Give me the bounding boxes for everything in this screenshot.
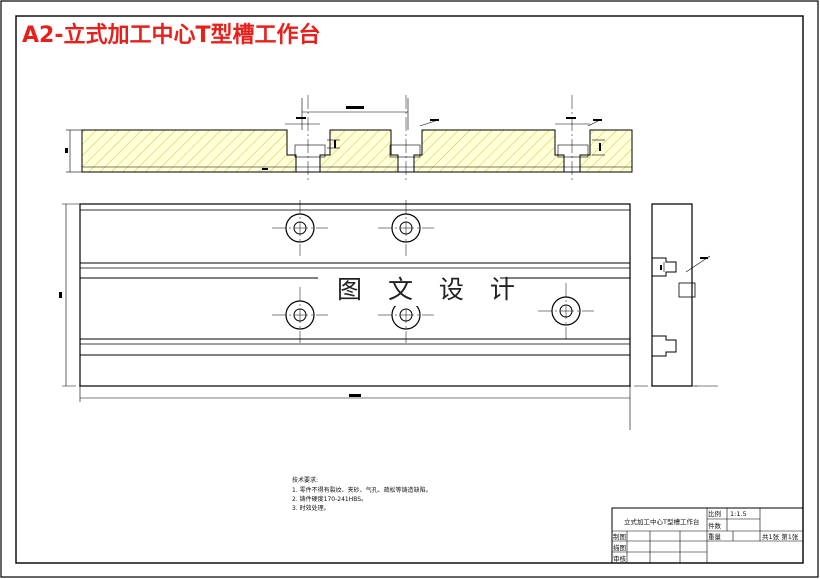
svg-text:件数: 件数 (708, 521, 722, 530)
section-body (81, 129, 633, 173)
svg-text:比例: 比例 (708, 509, 721, 518)
svg-text:重量: 重量 (708, 533, 722, 541)
svg-text:共1张 第1张: 共1张 第1张 (762, 532, 799, 541)
side-view (651, 203, 718, 387)
svg-text:立式加工中心T型槽工作台: 立式加工中心T型槽工作台 (624, 517, 699, 526)
svg-text:1:1.5: 1:1.5 (730, 510, 747, 518)
svg-text:3. 时效处理。: 3. 时效处理。 (292, 504, 330, 512)
svg-text:制图: 制图 (613, 532, 626, 541)
svg-text:描图: 描图 (613, 543, 626, 552)
bolt-hole (538, 283, 594, 339)
watermark: 图 文 设 计 (337, 275, 524, 304)
svg-text:2. 铸件硬度170-241HBS。: 2. 铸件硬度170-241HBS。 (292, 495, 367, 503)
bolt-hole (272, 287, 328, 343)
title-block: 立式加工中心T型槽工作台 比例 1:1.5 件数 制图 重量 共1张 第1张 描… (611, 507, 804, 564)
technical-notes: 技术要求: 1. 零件不得有裂纹、夹砂、气孔、疏松等铸造缺陷。 2. 铸件硬度1… (292, 476, 432, 512)
bolt-hole (378, 200, 434, 256)
svg-text:1. 零件不得有裂纹、夹砂、气孔、疏松等铸造缺陷。: 1. 零件不得有裂纹、夹砂、气孔、疏松等铸造缺陷。 (292, 486, 432, 494)
svg-text:技术要求:: 技术要求: (292, 476, 318, 484)
plan-view: 图 文 设 计 (59, 200, 700, 430)
svg-text:审核: 审核 (613, 554, 627, 563)
bolt-hole (272, 200, 328, 256)
inner-frame (15, 15, 804, 564)
drawing-title: A2-立式加工中心T型槽工作台 (22, 22, 320, 48)
section-view (65, 95, 633, 182)
